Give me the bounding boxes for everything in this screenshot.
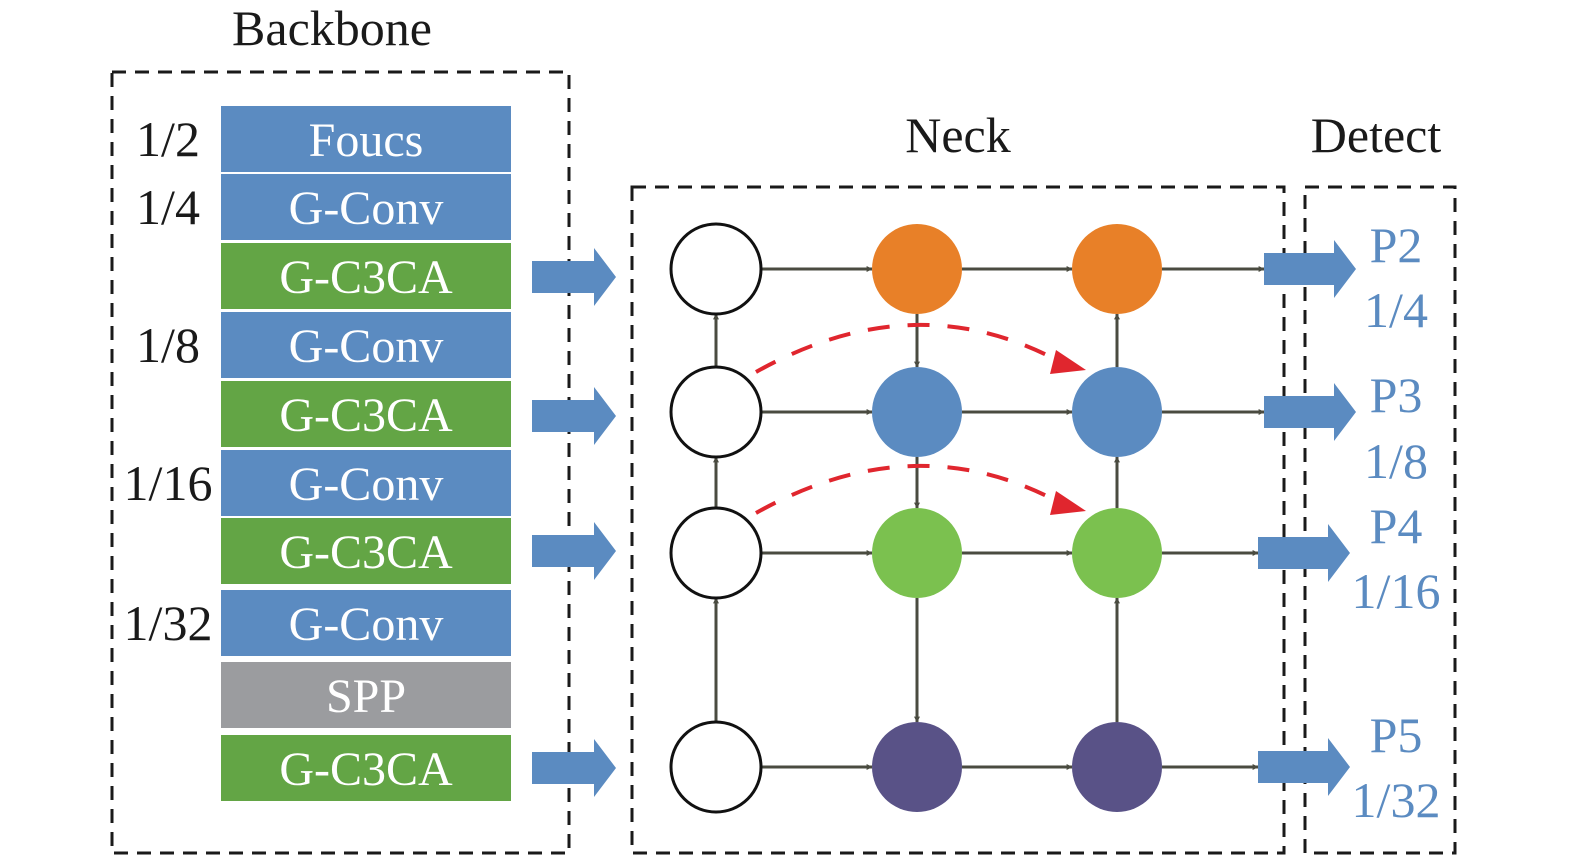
block-rect <box>221 590 511 656</box>
neck-input-node <box>669 720 763 814</box>
skip-connection-1 <box>755 463 1065 515</box>
backbone-to-neck-arrows <box>532 248 616 797</box>
backbone-block-g-c3ca: G-C3CA <box>221 735 511 801</box>
detect-box <box>1303 185 1457 855</box>
neck-node-purple <box>1072 722 1162 812</box>
output-scale: 1/32 <box>1352 772 1441 828</box>
output-name: P2 <box>1370 217 1423 273</box>
output-scale: 1/8 <box>1364 433 1428 489</box>
output-name: P4 <box>1370 498 1423 554</box>
feed-arrow-level-1 <box>532 387 616 445</box>
feed-arrow-level-0 <box>532 248 616 306</box>
output-arrow <box>1258 524 1350 582</box>
stride-label: 1/32 <box>124 595 213 651</box>
neck-input-node <box>669 506 763 600</box>
neck-input-node <box>669 365 763 459</box>
stride-label: 1/4 <box>136 179 200 235</box>
backbone-block-g-conv: G-Conv 1/32 <box>124 590 511 656</box>
backbone-title: Backbone <box>232 0 432 56</box>
backbone-block-foucs: Foucs 1/2 <box>136 106 511 172</box>
backbone-block-g-c3ca: G-C3CA <box>221 381 511 447</box>
block-label: G-C3CA <box>279 251 453 304</box>
output-arrow <box>1264 383 1356 441</box>
backbone-block-spp: SPP <box>221 662 511 728</box>
block-rect <box>221 106 511 172</box>
backbone-block-g-c3ca: G-C3CA <box>221 518 511 584</box>
neck-title: Neck <box>905 107 1011 163</box>
backbone-block-g-c3ca: G-C3CA <box>221 243 511 309</box>
neck-node-blue <box>872 367 962 457</box>
stride-label: 1/8 <box>136 317 200 373</box>
neck-node-blue <box>1072 367 1162 457</box>
neck-edges <box>713 266 1120 770</box>
stride-label: 1/2 <box>136 111 200 167</box>
neck-input-node <box>669 222 763 316</box>
block-rect <box>221 662 511 728</box>
block-rect <box>221 381 511 447</box>
skip-arrowhead <box>1050 491 1086 515</box>
feed-arrow-level-2 <box>532 522 616 580</box>
output-name: P3 <box>1370 367 1423 423</box>
block-label: G-C3CA <box>279 526 453 579</box>
output-arrow <box>1258 738 1350 796</box>
detect-output-p2: P21/4 <box>1162 217 1428 338</box>
block-label: G-Conv <box>289 598 444 651</box>
block-rect <box>221 243 511 309</box>
backbone-blocks: Foucs1/2G-Conv1/4G-C3CAG-Conv1/8G-C3CAG-… <box>124 106 511 801</box>
block-rect <box>221 174 511 240</box>
detect-output-p3: P31/8 <box>1162 367 1428 489</box>
skip-connection-0 <box>755 322 1065 374</box>
block-label: SPP <box>326 670 406 723</box>
block-label: G-C3CA <box>279 389 453 442</box>
neck-node-orange <box>1072 224 1162 314</box>
block-rect <box>221 735 511 801</box>
block-rect <box>221 518 511 584</box>
neck-node-green <box>1072 508 1162 598</box>
output-name: P5 <box>1370 707 1423 763</box>
block-label: Foucs <box>309 114 424 167</box>
neck-node-purple <box>872 722 962 812</box>
block-label: G-C3CA <box>279 743 453 796</box>
neck-graph <box>669 222 1162 814</box>
backbone-block-g-conv: G-Conv 1/16 <box>124 450 511 516</box>
detect-output-p5: P5 1/32 <box>1162 707 1440 828</box>
feed-arrow-level-3 <box>532 739 616 797</box>
neck-box <box>630 185 1286 855</box>
skip-arrowhead <box>1050 350 1086 374</box>
output-scale: 1/4 <box>1364 282 1428 338</box>
backbone-block-g-conv: G-Conv 1/8 <box>136 312 511 378</box>
detect-output-p4: P4 1/16 <box>1162 498 1440 619</box>
backbone-block-g-conv: G-Conv 1/4 <box>136 174 511 240</box>
output-arrow <box>1264 240 1356 298</box>
stride-label: 1/16 <box>124 455 213 511</box>
block-label: G-Conv <box>289 320 444 373</box>
output-scale: 1/16 <box>1352 563 1441 619</box>
block-rect <box>221 450 511 516</box>
block-rect <box>221 312 511 378</box>
detect-title: Detect <box>1311 107 1442 163</box>
block-label: G-Conv <box>289 458 444 511</box>
block-label: G-Conv <box>289 182 444 235</box>
neck-node-orange <box>872 224 962 314</box>
neck-node-green <box>872 508 962 598</box>
